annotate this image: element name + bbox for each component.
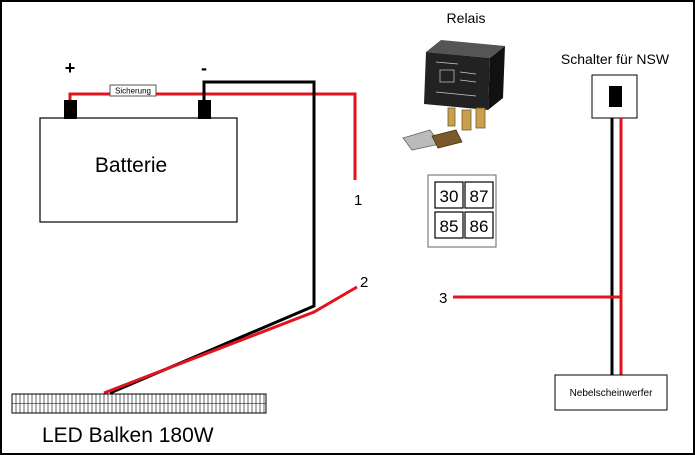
fog-light-label: Nebelscheinwerfer xyxy=(570,388,653,399)
led-bar-label: LED Balken 180W xyxy=(42,424,214,447)
wire-1-label: 1 xyxy=(354,192,362,209)
battery: Batterie + - xyxy=(39,58,238,223)
pin-box-87 xyxy=(464,181,494,209)
negative-wire xyxy=(109,80,316,395)
pin-box-85 xyxy=(434,211,464,239)
relay-pin-c xyxy=(447,107,456,127)
relay-pin-loose xyxy=(431,129,463,149)
positive-wire-2 xyxy=(103,285,358,395)
pin-label-85: 85 xyxy=(440,217,459,236)
pin-box-86 xyxy=(464,211,494,239)
switch-title: Schalter für NSW xyxy=(561,51,670,67)
fuse: Sicherung xyxy=(109,84,157,97)
led-cells xyxy=(12,394,266,413)
plus-label: + xyxy=(65,58,76,78)
relay: Relais xyxy=(402,10,505,151)
relay-side-face xyxy=(488,46,505,110)
battery-minus-terminal xyxy=(198,100,211,119)
pin-label-86: 86 xyxy=(470,217,489,236)
positive-wire-1 xyxy=(68,92,357,180)
battery-body xyxy=(39,117,238,223)
relay-print xyxy=(435,61,477,97)
relay-title: Relais xyxy=(447,10,486,26)
wire-3-label: 3 xyxy=(439,290,447,307)
fog-light-body xyxy=(554,374,668,411)
relay-pin-a xyxy=(461,109,472,131)
minus-label: - xyxy=(201,58,207,78)
relay-front-face xyxy=(424,52,490,110)
pin-label-30: 30 xyxy=(440,187,459,206)
fog-light-switch: Schalter für NSW xyxy=(561,51,670,119)
relay-pin-b xyxy=(475,107,486,129)
wire-2-label: 2 xyxy=(360,274,368,291)
battery-label: Batterie xyxy=(95,154,167,177)
relay-pin-map: 30 87 85 86 xyxy=(427,174,497,248)
led-bar: LED Balken 180W xyxy=(11,393,267,447)
fog-light: Nebelscheinwerfer xyxy=(554,374,668,411)
fuse-body xyxy=(109,84,157,97)
switch-rocker xyxy=(609,86,622,107)
positive-wire-segment-a xyxy=(68,92,110,100)
positive-wire-segment-b xyxy=(156,92,357,180)
battery-plus-terminal xyxy=(64,100,77,119)
pin-box-30 xyxy=(434,181,464,209)
relay-top-face xyxy=(426,40,505,58)
pin-label-87: 87 xyxy=(470,187,489,206)
fuse-label: Sicherung xyxy=(115,87,151,96)
